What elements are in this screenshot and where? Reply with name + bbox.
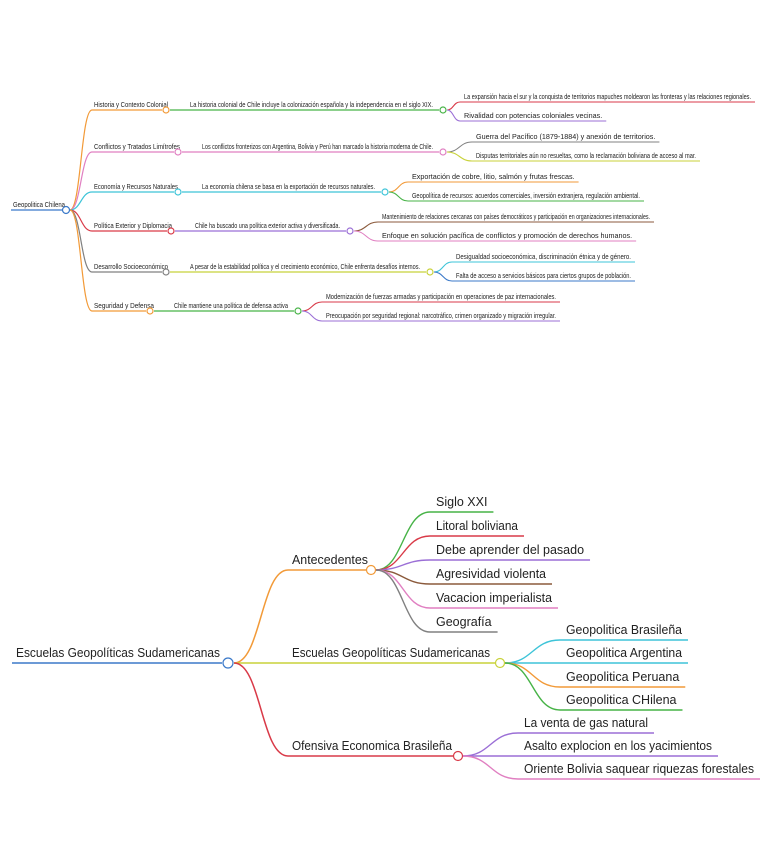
escuelas-geopoliticas-mindmap: Escuelas Geopolíticas SudamericanasAntec… bbox=[12, 495, 760, 780]
child-connector bbox=[504, 662, 561, 688]
detail-label: Exportación de cobre, litio, salmón y fr… bbox=[412, 172, 575, 181]
branch-label: Escuelas Geopolíticas Sudamericanas bbox=[292, 646, 490, 660]
detail-label: Preocupación por seguridad regional: nar… bbox=[326, 311, 556, 320]
child-connector bbox=[504, 662, 561, 711]
root-label: Escuelas Geopolíticas Sudamericanas bbox=[16, 645, 220, 660]
summary-label: La historia colonial de Chile incluye la… bbox=[190, 100, 433, 109]
detail-label: Enfoque en solución pacífica de conflict… bbox=[382, 231, 632, 240]
summary-label: Los conflictos fronterizos con Argentina… bbox=[202, 142, 433, 151]
branch-node[interactable] bbox=[162, 106, 170, 114]
summary-label: Chile mantiene una política de defensa a… bbox=[174, 301, 288, 310]
detail-label: La expansión hacia el sur y la conquista… bbox=[464, 92, 751, 101]
branch-2: Conflictos y Tratados Limítrofes Los conf… bbox=[69, 132, 700, 211]
child-label: Geopolitica Argentina bbox=[566, 646, 682, 660]
branch-connector bbox=[69, 151, 93, 211]
branch-node[interactable] bbox=[162, 268, 170, 276]
summary-node[interactable] bbox=[381, 188, 389, 196]
summary-label: Chile ha buscado una política exterior a… bbox=[195, 221, 340, 230]
branch-label: Economía y Recursos Naturales bbox=[94, 182, 178, 191]
branch-1: Antecedentes Siglo XXI Litoral bolivianaDe… bbox=[233, 495, 591, 664]
branch-connector bbox=[69, 209, 93, 273]
branch-node[interactable] bbox=[365, 564, 377, 576]
detail-connector bbox=[446, 141, 473, 153]
branch-3: Economía y Recursos Naturales La economía… bbox=[69, 172, 644, 211]
branch-label: Desarrollo Socioeconómico bbox=[94, 262, 168, 271]
detail-connector bbox=[388, 181, 409, 193]
detail-connector bbox=[353, 230, 379, 242]
summary-label: A pesar de la estabilidad política y el … bbox=[190, 262, 420, 271]
detail-label: Rivalidad con potencias coloniales vecin… bbox=[464, 111, 602, 120]
detail-label: Modernización de fuerzas armadas y parti… bbox=[326, 292, 556, 301]
detail-connector bbox=[446, 109, 461, 122]
branch-label: Historia y Contexto Colonial bbox=[94, 100, 168, 109]
branch-node[interactable] bbox=[174, 148, 182, 156]
branch-4: Política Exterior y Diplomacia Chile ha b… bbox=[69, 209, 654, 242]
child-label: Agresividad violenta bbox=[436, 567, 546, 581]
detail-connector bbox=[433, 271, 453, 282]
child-label: Geografía bbox=[436, 615, 492, 629]
summary-label: La economía chilena se basa en la export… bbox=[202, 182, 375, 191]
child-connector bbox=[375, 511, 431, 571]
branch-connector bbox=[69, 191, 93, 211]
child-label: Geopolitica Peruana bbox=[566, 670, 679, 684]
branch-label: Conflictos y Tratados Limítrofes bbox=[94, 142, 180, 151]
branch-connector bbox=[69, 109, 93, 211]
detail-connector bbox=[446, 151, 473, 162]
branch-node[interactable] bbox=[167, 227, 175, 235]
child-connector bbox=[462, 755, 519, 780]
branch-connector bbox=[233, 569, 289, 664]
branch-node[interactable] bbox=[146, 307, 154, 315]
detail-connector bbox=[388, 191, 409, 202]
branch-5: Desarrollo Socioeconómico A pesar de la e… bbox=[69, 209, 635, 282]
detail-label: Desigualdad socioeconómica, discriminaci… bbox=[456, 252, 631, 261]
summary-node[interactable] bbox=[346, 227, 354, 235]
detail-label: Geopolítica de recursos: acuerdos comerc… bbox=[412, 191, 640, 200]
detail-label: Falta de acceso a servicios básicos para… bbox=[456, 271, 631, 280]
root-label: Geopolitica Chilena bbox=[13, 200, 66, 209]
branch-3: Ofensiva Economica Brasileña La venta de … bbox=[233, 662, 760, 780]
child-connector bbox=[375, 569, 431, 633]
branch-node[interactable] bbox=[452, 750, 464, 762]
branch-connector bbox=[233, 662, 289, 757]
branch-node[interactable] bbox=[174, 188, 182, 196]
summary-node[interactable] bbox=[426, 268, 434, 276]
child-label: Geopolitica CHilena bbox=[566, 693, 677, 707]
branch-label: Ofensiva Economica Brasileña bbox=[292, 739, 452, 753]
branch-label: Antecedentes bbox=[292, 553, 368, 567]
branch-label: Seguridad y Defensa bbox=[94, 301, 154, 310]
summary-node[interactable] bbox=[294, 307, 302, 315]
root-node[interactable] bbox=[222, 657, 234, 669]
detail-connector bbox=[301, 310, 323, 322]
child-label: Debe aprender del pasado bbox=[436, 543, 584, 557]
root-node[interactable] bbox=[61, 205, 71, 215]
branch-2: Escuelas Geopolíticas SudamericanasGeopo… bbox=[234, 623, 688, 711]
branch-6: Seguridad y Defensa Chile mantiene una po… bbox=[69, 209, 560, 322]
detail-connector bbox=[433, 261, 453, 273]
detail-label: Disputas territoriales aún no resueltas,… bbox=[476, 151, 696, 160]
child-label: Geopolitica Brasileña bbox=[566, 623, 682, 637]
detail-connector bbox=[301, 301, 323, 312]
child-label: Oriente Bolivia saquear riquezas foresta… bbox=[524, 762, 754, 776]
branch-1: Historia y Contexto Colonial La historia … bbox=[69, 92, 755, 211]
child-label: Litoral boliviana bbox=[436, 519, 518, 533]
detail-label: Mantenimiento de relaciones cercanas con… bbox=[382, 212, 650, 221]
branch-label: Política Exterior y Diplomacia bbox=[94, 221, 172, 230]
detail-label: Guerra del Pacífico (1879-1884) y anexió… bbox=[476, 132, 655, 141]
branch-connector bbox=[69, 209, 93, 312]
child-label: La venta de gas natural bbox=[524, 716, 648, 730]
branch-node[interactable] bbox=[494, 657, 506, 669]
child-label: Asalto explocion en los yacimientos bbox=[524, 739, 712, 753]
detail-connector bbox=[353, 221, 379, 232]
summary-node[interactable] bbox=[439, 106, 447, 114]
child-label: Siglo XXI bbox=[436, 495, 487, 509]
child-connector bbox=[504, 639, 561, 664]
detail-connector bbox=[446, 101, 461, 111]
child-connector bbox=[462, 732, 519, 757]
summary-node[interactable] bbox=[439, 148, 447, 156]
child-label: Vacacion imperialista bbox=[436, 591, 552, 605]
